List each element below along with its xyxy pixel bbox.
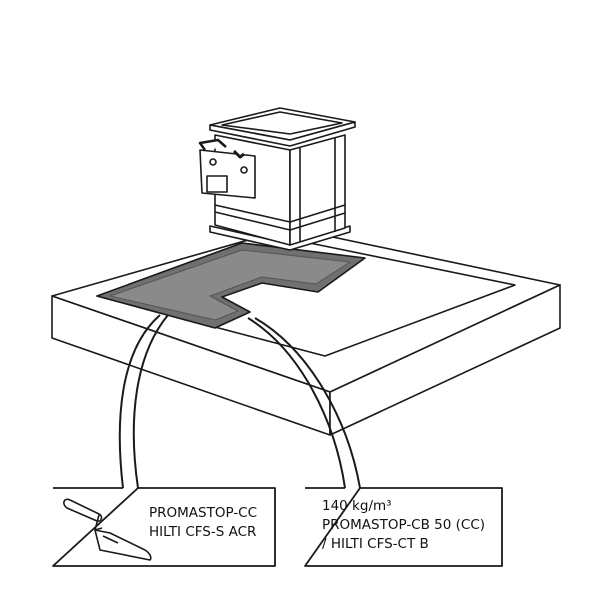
left-label-line1: PROMASTOP-CC <box>149 505 258 521</box>
right-label-line3: / HILTI CFS-CT B <box>322 536 429 552</box>
right-label-line1: 140 kg/m³ <box>322 498 392 514</box>
label-boxes <box>52 487 503 567</box>
left-label: PROMASTOP-CC HILTI CFS-S ACR <box>149 504 257 542</box>
right-label: 140 kg/m³ PROMASTOP-CB 50 (CC) / HILTI C… <box>322 497 485 554</box>
fire-damper <box>198 107 356 251</box>
sealant-coating <box>96 242 366 329</box>
right-label-line2: PROMASTOP-CB 50 (CC) <box>322 517 486 533</box>
leader-lines <box>118 314 361 489</box>
left-label-line2: HILTI CFS-S ACR <box>149 524 257 540</box>
trowel-icon <box>63 498 152 561</box>
